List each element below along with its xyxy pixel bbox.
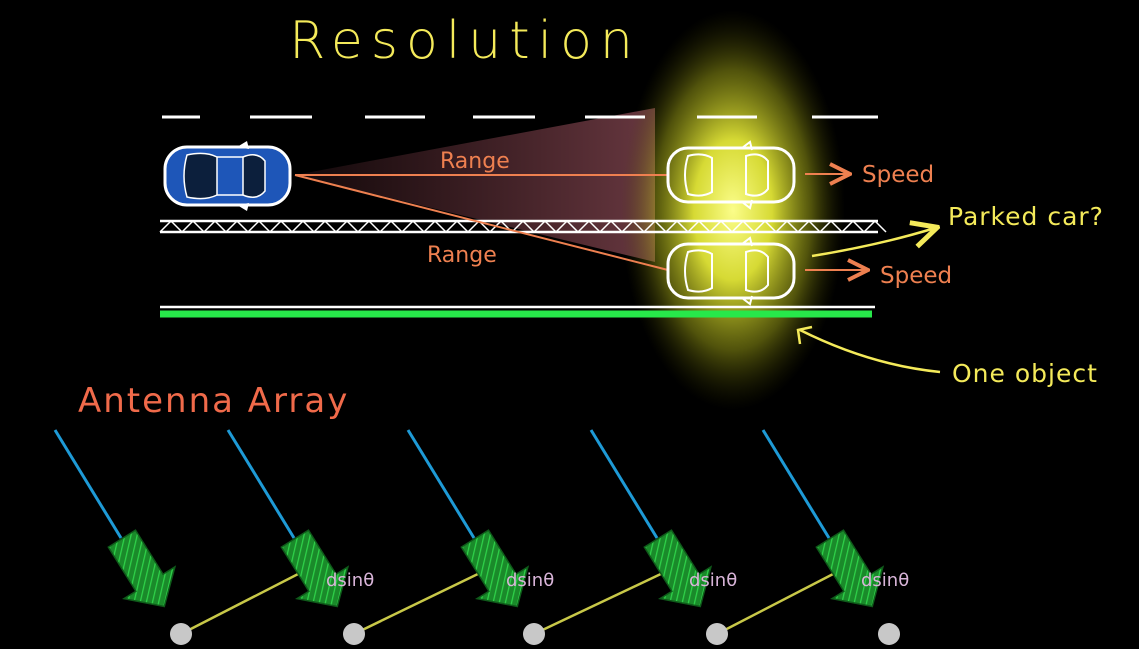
- incoming-ray: [53, 429, 123, 539]
- one-object-glow: [621, 10, 845, 410]
- one-object-arrow: [799, 328, 941, 374]
- path-difference-label: dsinθ: [861, 570, 909, 591]
- wavefront-line: [353, 570, 483, 636]
- antenna-node: [706, 623, 728, 645]
- path-difference-label: dsinθ: [506, 570, 554, 591]
- signal-arrow: [460, 529, 530, 608]
- signal-arrow: [643, 529, 713, 608]
- antenna-array-title: Antenna Array: [78, 381, 349, 421]
- wavefront-line: [533, 570, 666, 636]
- one-object-arrowhead: [796, 325, 813, 345]
- signal-arrow: [815, 529, 885, 608]
- path-difference-label: dsinθ: [326, 570, 374, 591]
- range-label-lower: Range: [427, 243, 497, 268]
- incoming-ray: [589, 429, 659, 539]
- antenna-node: [343, 623, 365, 645]
- incoming-ray: [226, 429, 296, 539]
- path-difference-label: dsinθ: [689, 570, 737, 591]
- target-car-lower: [666, 236, 796, 306]
- page-title: Resolution: [289, 11, 641, 71]
- wavefront-line: [716, 570, 838, 636]
- antenna-node: [523, 623, 545, 645]
- range-line-lower: [294, 174, 669, 271]
- antenna-node: [170, 623, 192, 645]
- antenna-array: dsinθ dsinθ dsinθ dsinθ: [53, 429, 909, 645]
- radar-beam: [295, 108, 655, 262]
- wavefront-line: [180, 570, 303, 636]
- parked-car-arrow: [811, 228, 935, 258]
- antenna-node: [878, 623, 900, 645]
- speed-label-lower: Speed: [880, 263, 952, 289]
- signal-arrow: [107, 529, 177, 608]
- incoming-ray: [406, 429, 476, 539]
- one-object-label: One object: [952, 359, 1098, 388]
- range-label-upper: Range: [440, 149, 510, 174]
- signal-arrow: [280, 529, 350, 608]
- ego-car: [163, 141, 292, 211]
- speed-label-upper: Speed: [862, 162, 934, 188]
- incoming-ray: [761, 429, 831, 539]
- parked-car-label: Parked car?: [948, 202, 1104, 231]
- target-car-upper: [666, 140, 796, 210]
